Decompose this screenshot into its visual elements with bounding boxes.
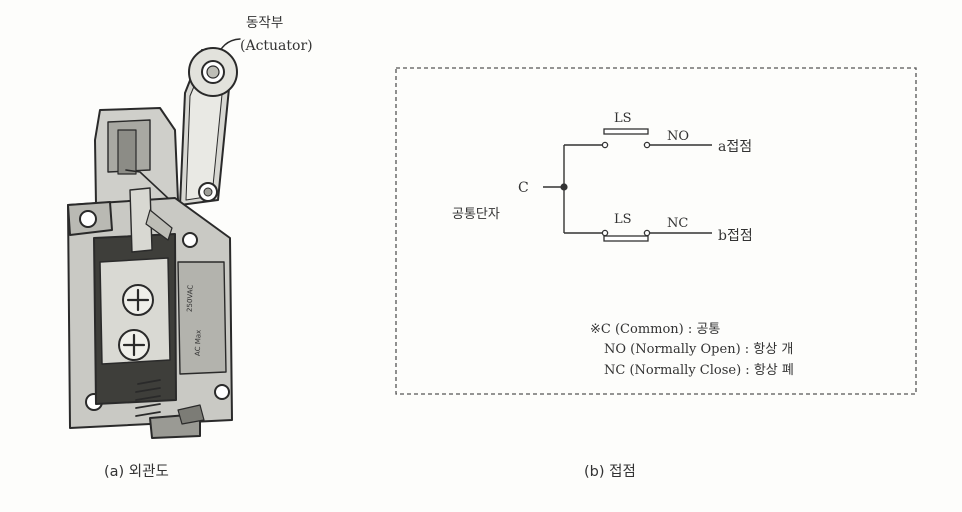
top-switch-label: LS bbox=[614, 111, 632, 126]
legend-normally-open: NO (Normally Open) : 항상 개 bbox=[604, 342, 793, 357]
device-marking-max: AC Max bbox=[194, 330, 203, 357]
common-terminal-label: 공통단자 bbox=[452, 207, 500, 222]
actuator-label-korean: 동작부 bbox=[246, 15, 283, 31]
device-marking-rating: 250VAC bbox=[186, 285, 195, 313]
common-terminal-letter: C bbox=[518, 180, 529, 196]
top-contact-name: a접점 bbox=[718, 139, 752, 155]
caption-external-view: (a) 외관도 bbox=[104, 463, 169, 480]
legend-common: ※C (Common) : 공통 bbox=[590, 322, 720, 337]
rating-label-panel bbox=[177, 261, 227, 375]
caption-contacts: (b) 접점 bbox=[584, 463, 636, 480]
contact-diagram-frame bbox=[395, 67, 917, 395]
common-junction-dot bbox=[560, 183, 568, 191]
normally-open-contact bbox=[601, 128, 651, 149]
top-contact-type: NO bbox=[667, 129, 689, 144]
bottom-contact-type: NC bbox=[667, 216, 688, 231]
bottom-switch-label: LS bbox=[614, 212, 632, 227]
normally-closed-contact bbox=[601, 229, 651, 242]
no-contact-bar bbox=[603, 128, 649, 135]
nc-contact-bar bbox=[603, 235, 649, 242]
conduit-spring bbox=[135, 379, 161, 417]
bottom-contact-name: b접점 bbox=[718, 228, 753, 244]
actuator-label-english: (Actuator) bbox=[240, 38, 313, 54]
limit-switch-illustration bbox=[67, 38, 241, 439]
legend-normally-close: NC (Normally Close) : 항상 폐 bbox=[604, 363, 794, 378]
mounting-hole-top bbox=[79, 210, 97, 228]
